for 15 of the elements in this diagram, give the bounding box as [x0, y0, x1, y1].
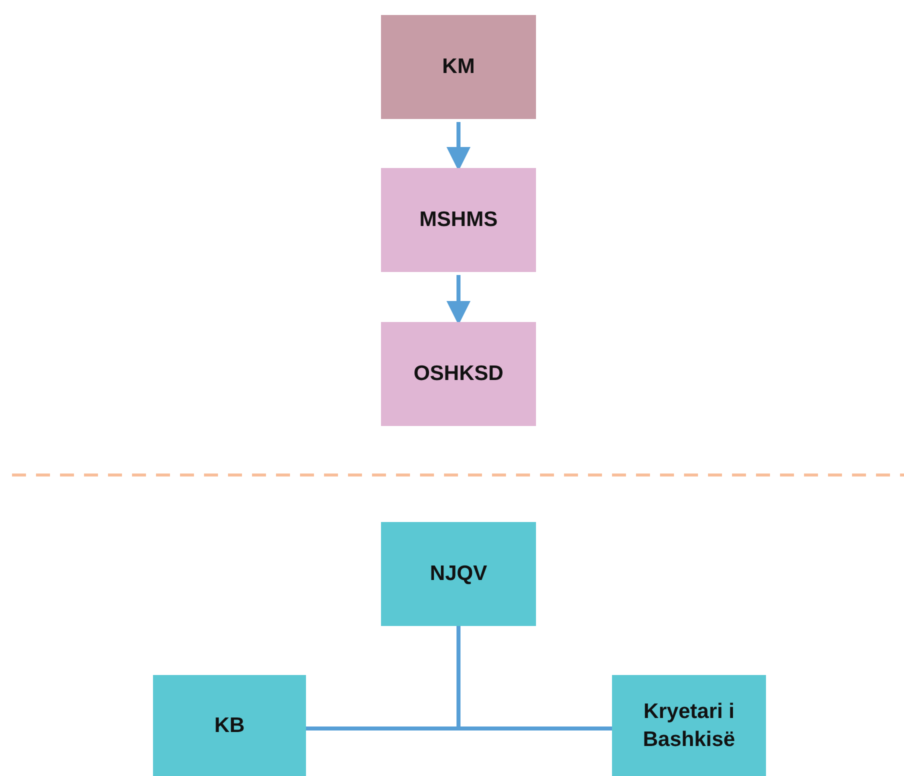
process-box: [153, 675, 306, 776]
process-box: [381, 522, 536, 626]
process-box: [612, 675, 766, 776]
box-label: Kryetari i Bashkisë: [642, 699, 736, 752]
box-label: NJQV: [430, 561, 488, 588]
box-label: MSHMS: [419, 207, 498, 234]
connector-line: [456, 626, 612, 730]
process-box: [381, 168, 536, 272]
process-box: [381, 322, 536, 426]
box-label: KM: [442, 54, 475, 80]
arrow: [446, 275, 470, 325]
box-label: KB: [214, 712, 245, 739]
box-label: OSHKSD: [414, 361, 504, 388]
process-box: [381, 15, 536, 119]
arrow: [446, 122, 470, 171]
